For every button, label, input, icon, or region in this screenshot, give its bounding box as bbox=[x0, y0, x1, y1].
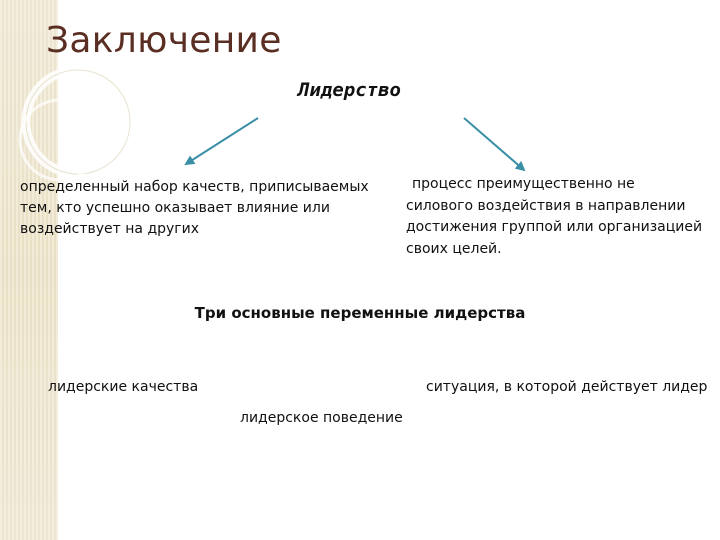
definition-left: определенный набор качеств, приписываемы… bbox=[20, 179, 369, 237]
definition-right: процесс преимущественно не силового возд… bbox=[406, 176, 703, 257]
leadership-heading: Лидерство bbox=[298, 79, 401, 101]
arrow-down-left-icon bbox=[184, 117, 259, 166]
arrow-down-right-icon bbox=[463, 117, 526, 172]
variable-leader-qualities: лидерские качества bbox=[48, 379, 199, 395]
variable-leader-behavior: лидерское поведение bbox=[240, 410, 403, 426]
decorative-side-band bbox=[0, 0, 58, 540]
variable-situation: ситуация, в которой действует лидер bbox=[426, 379, 708, 395]
variables-heading: Три основные переменные лидерства bbox=[194, 304, 526, 322]
decorative-circles bbox=[18, 65, 135, 182]
slide-title: Заключение bbox=[46, 20, 282, 61]
